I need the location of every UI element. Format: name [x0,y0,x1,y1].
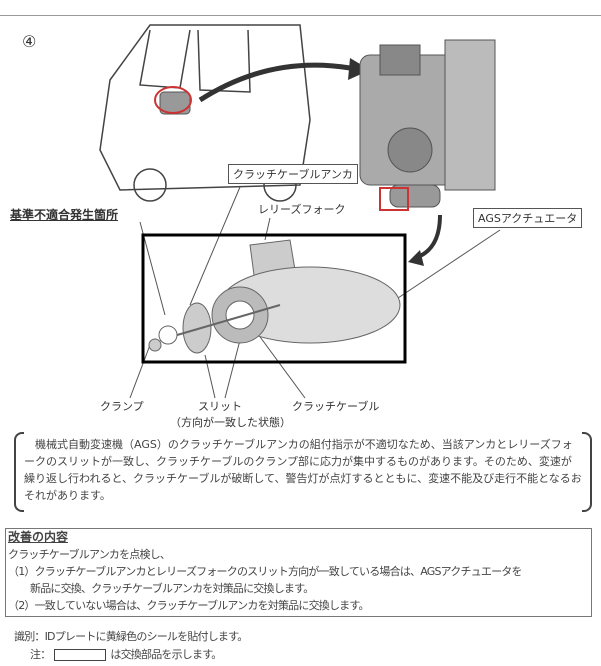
label-clamp: クランプ [100,400,144,413]
bracket-left [14,432,24,512]
top-rule [0,15,601,16]
label-clutch-cable: クラッチケーブル [292,400,380,413]
replacement-part-swatch [54,648,107,661]
label-anchor: クラッチケーブルアンカ [228,164,358,184]
note-suffix: は交換部品を示します。 [110,648,222,661]
remedy-line: クラッチケーブルアンカを点検し、 [8,548,171,561]
label-slit: スリット [198,400,242,413]
van-drawing [99,24,311,202]
red-highlight [379,187,409,211]
bracket-right [582,432,592,512]
description-text: 機械式自動変速機（AGS）のクラッチケーブルアンカの組付指示が不適切なため、当該… [24,438,582,502]
detail-drawing [148,239,401,354]
highlight-circle [154,86,192,114]
note: 注： は交換部品を示します。 [30,646,222,663]
remedy-box: 改善の内容 クラッチケーブルアンカを点検し、 （1）クラッチケーブルアンカとレリ… [5,528,592,617]
identification-text: 識別：IDプレートに黄緑色のシールを貼付します。 [14,630,248,643]
remedy-line: （1）クラッチケーブルアンカとレリーズフォークのスリット方向が一致している場合は… [8,565,523,578]
description-bracket: 機械式自動変速機（AGS）のクラッチケーブルアンカの組付指示が不適切なため、当該… [14,432,592,512]
arrow-to-actuator [198,62,351,103]
remedy-line: （2）一致していない場合は、クラッチケーブルアンカを対策品に交換します。 [8,599,369,612]
label-defect-location: 基準不適合発生箇所 [10,208,119,222]
label-release-fork: レリーズフォーク [258,203,346,216]
remedy-line: 新品に交換、クラッチケーブルアンカを対策品に交換します。 [30,582,314,595]
arrow-head [348,58,370,80]
detail-frame [141,233,407,364]
illustration [99,24,501,399]
curved-arrow-head [408,250,424,266]
actuator-drawing [359,39,496,208]
remedy-title: 改善の内容 [8,530,69,544]
step-marker: ④ [22,32,37,51]
label-actuator: AGSアクチュエータ [473,208,583,228]
label-slit-note: （方向が一致した状態） [170,416,291,429]
note-prefix: 注： [30,648,51,661]
